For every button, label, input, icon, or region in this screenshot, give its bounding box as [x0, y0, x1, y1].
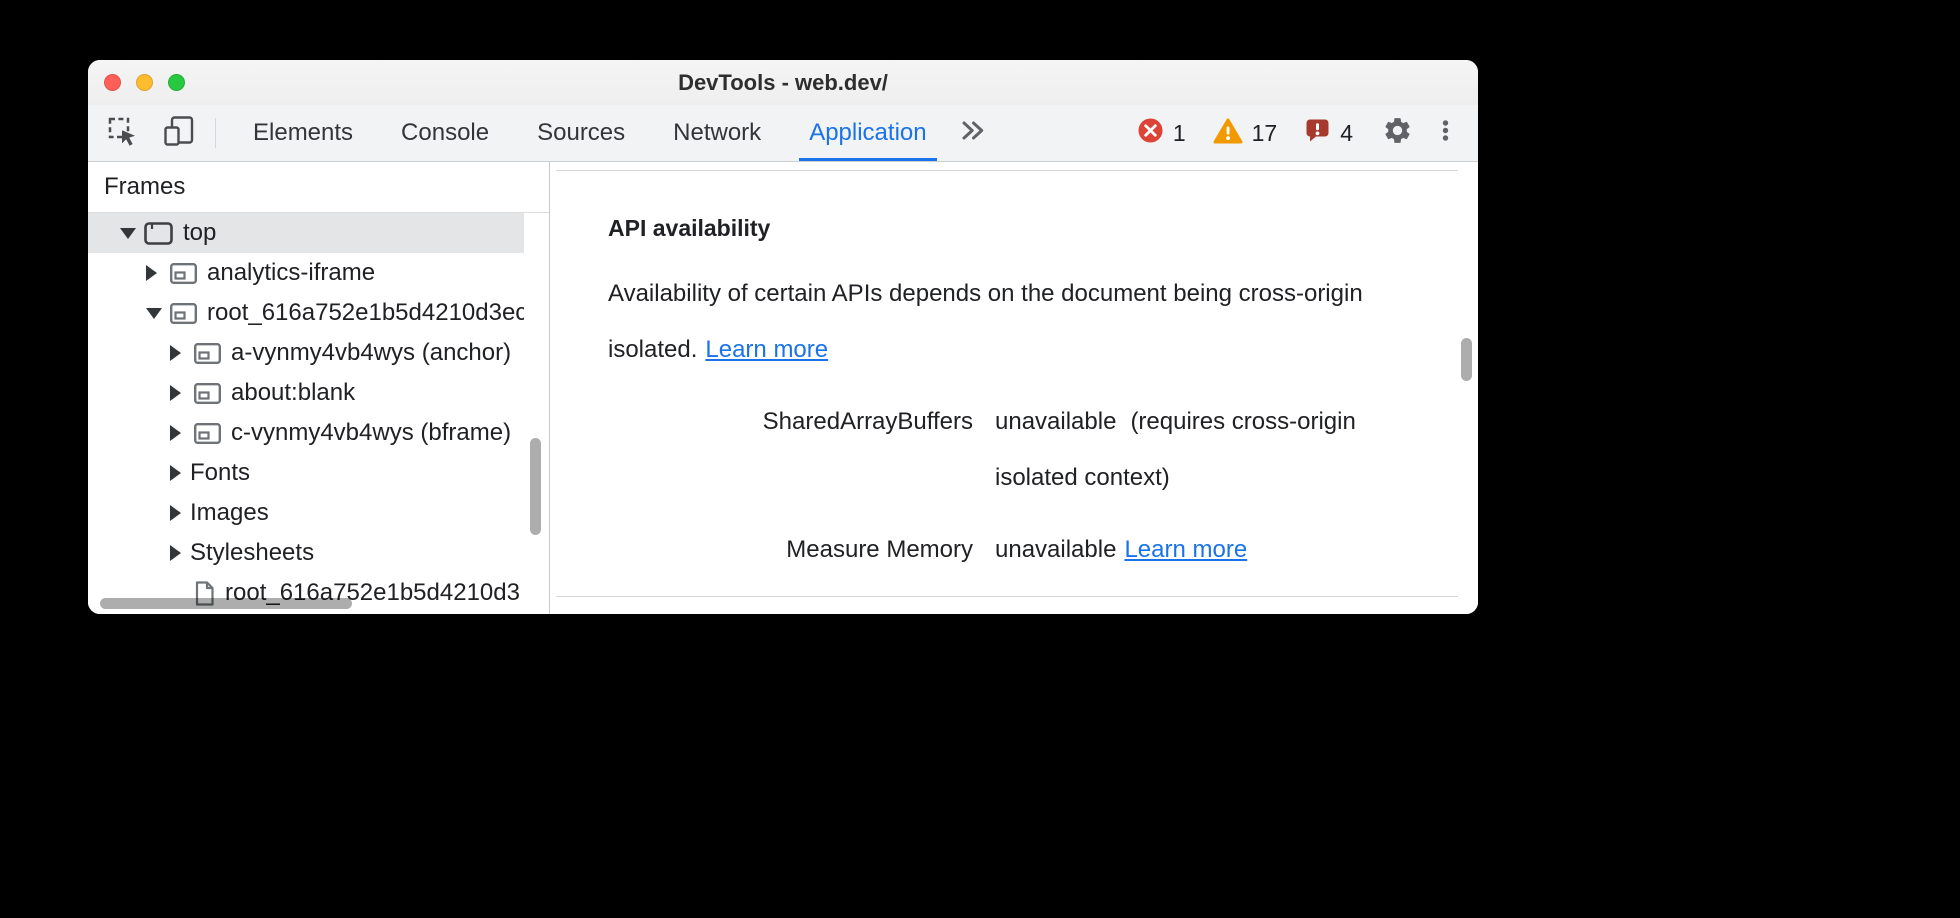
errors-badge[interactable]: 1 [1137, 117, 1186, 149]
double-chevron-right-icon [959, 117, 986, 149]
sidebar-vertical-scrollbar[interactable] [530, 438, 541, 535]
tree-label: Fonts [190, 459, 251, 486]
errors-count: 1 [1172, 119, 1186, 146]
devtools-toolbar: Elements Console Sources Network Applica… [88, 105, 1478, 162]
document-icon [194, 580, 215, 606]
learn-more-link[interactable]: Learn more [1124, 536, 1248, 563]
toolbar-status-group: 1 17 [1137, 116, 1478, 150]
kebab-menu-icon [1430, 115, 1461, 151]
expand-icon[interactable] [170, 345, 186, 361]
expand-icon[interactable] [170, 505, 186, 521]
report-vertical-scrollbar[interactable] [1461, 338, 1472, 381]
zoom-button[interactable] [168, 74, 185, 91]
api-availability-section: API availability Availability of certain… [608, 214, 1438, 578]
sidebar-horizontal-scrollbar[interactable] [100, 598, 352, 609]
learn-more-link[interactable]: Learn more [705, 336, 829, 363]
tree-row-root-frame[interactable]: root_616a752e1b5d4210d3ec [88, 293, 524, 333]
close-button[interactable] [104, 74, 121, 91]
minimize-button[interactable] [136, 74, 153, 91]
tree-label: top [183, 219, 217, 246]
devtools-window: DevTools - web.dev/ Elements Console [88, 60, 1478, 614]
api-value: unavailable(requires cross-origin isolat… [995, 394, 1415, 506]
panel-tabs: Elements Console Sources Network Applica… [229, 105, 951, 161]
tree-label: c-vynmy4vb4wys (bframe) [231, 419, 512, 446]
application-panel: Frames top [88, 162, 1478, 614]
tree-row-anchor-frame[interactable]: a-vynmy4vb4wys (anchor) [88, 333, 524, 373]
issues-count: 4 [1340, 119, 1353, 146]
tree-label: root_616a752e1b5d4210d3ec [207, 299, 524, 326]
expand-icon[interactable] [146, 265, 162, 281]
tree-row-bframe[interactable]: c-vynmy4vb4wys (bframe) [88, 413, 524, 453]
iframe-icon [194, 382, 221, 404]
warning-icon [1213, 117, 1243, 150]
warnings-badge[interactable]: 17 [1213, 117, 1278, 150]
expand-icon[interactable] [170, 425, 186, 441]
tree-row-analytics-iframe[interactable]: analytics-iframe [88, 253, 524, 293]
expand-icon[interactable] [170, 465, 186, 481]
toggle-device-toolbar-button[interactable] [163, 114, 197, 153]
iframe-icon [194, 422, 221, 444]
frames-section-header: Frames [88, 162, 549, 213]
tree-label: a-vynmy4vb4wys (anchor) [231, 339, 512, 366]
tree-label: Stylesheets [190, 539, 315, 566]
settings-button[interactable] [1380, 116, 1414, 150]
warnings-count: 17 [1251, 119, 1278, 146]
frame-icon [144, 221, 173, 245]
frames-sidebar: Frames top [88, 162, 550, 614]
tree-row-fonts[interactable]: Fonts [88, 453, 524, 493]
description-text: Availability of certain APIs depends on … [608, 280, 1363, 363]
inspect-element-button[interactable] [105, 116, 139, 150]
tree-row-stylesheets[interactable]: Stylesheets [88, 533, 524, 573]
expand-icon[interactable] [170, 385, 186, 401]
api-name: SharedArrayBuffers [762, 408, 973, 435]
more-tabs-button[interactable] [951, 105, 995, 161]
issues-icon [1304, 117, 1331, 149]
main-menu-button[interactable] [1428, 116, 1462, 150]
tab-sources[interactable]: Sources [537, 119, 626, 146]
toolbar-divider [215, 118, 216, 148]
tab-network[interactable]: Network [673, 119, 762, 146]
tree-row-images[interactable]: Images [88, 493, 524, 533]
frames-tree: top analytics-iframe [88, 213, 524, 613]
tab-console[interactable]: Console [401, 119, 490, 146]
collapse-icon[interactable] [120, 227, 136, 239]
section-title: API availability [608, 215, 771, 241]
api-value: unavailable Learn more [995, 522, 1415, 578]
section-divider-bottom [556, 596, 1458, 597]
tree-label: root_616a752e1b5d4210d3 [225, 579, 520, 606]
availability-note: (requires cross-origin isolated context) [995, 408, 1356, 491]
report-panel: API availability Availability of certain… [550, 162, 1478, 614]
window-controls [104, 74, 185, 91]
tree-label: analytics-iframe [207, 259, 376, 286]
device-toolbar-icon [163, 114, 197, 153]
inspect-icon [105, 114, 139, 153]
expand-icon[interactable] [170, 545, 186, 561]
iframe-icon [194, 342, 221, 364]
tab-application[interactable]: Application [785, 105, 950, 161]
availability-value: unavailable [995, 536, 1117, 563]
section-description: Availability of certain APIs depends on … [608, 266, 1408, 378]
tree-label: about:blank [231, 379, 356, 406]
section-divider-top [556, 170, 1458, 171]
tab-elements[interactable]: Elements [253, 119, 354, 146]
tree-label: Images [190, 499, 269, 526]
error-icon [1137, 117, 1164, 149]
iframe-icon [170, 302, 197, 324]
collapse-icon[interactable] [146, 307, 162, 319]
titlebar: DevTools - web.dev/ [88, 60, 1478, 105]
issues-badge[interactable]: 4 [1304, 117, 1353, 149]
tree-row-top[interactable]: top [88, 213, 524, 253]
availability-value: unavailable [995, 408, 1117, 435]
window-title: DevTools - web.dev/ [678, 69, 888, 95]
iframe-icon [170, 262, 197, 284]
tree-row-root-document[interactable]: root_616a752e1b5d4210d3 [88, 573, 524, 613]
report-row-measure-memory: Measure Memory unavailable Learn more [608, 522, 1438, 578]
report-row-sharedarraybuffers: SharedArrayBuffers unavailable(requires … [608, 394, 1438, 506]
api-name: Measure Memory [786, 536, 973, 563]
gear-icon [1382, 115, 1413, 151]
tree-row-about-blank[interactable]: about:blank [88, 373, 524, 413]
